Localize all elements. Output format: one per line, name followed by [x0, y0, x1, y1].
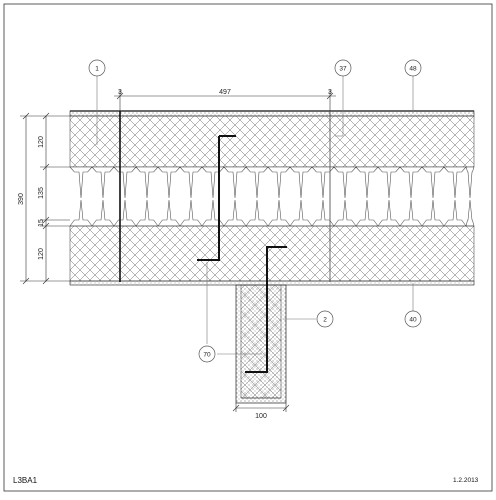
top-finish-layer [69, 110, 475, 117]
tag-40: 40 [404, 310, 422, 328]
tag-48: 48 [404, 59, 422, 77]
tag-37: 37 [334, 59, 352, 77]
dim-core: 135 [38, 187, 45, 199]
dim-top-layer: 120 [38, 136, 45, 148]
svg-text:2: 2 [323, 317, 327, 324]
top-insulation-layer [69, 115, 475, 168]
dim-span: 497 [219, 89, 231, 96]
svg-text:48: 48 [409, 66, 417, 73]
horizontal-span-dimension [114, 90, 336, 111]
dim-joint: 15 [38, 219, 45, 227]
tag-1: 1 [88, 59, 106, 77]
drawing-code: L3BA1 [13, 476, 38, 485]
interlocking-profiles [69, 166, 475, 227]
svg-text:70: 70 [203, 352, 211, 359]
svg-text:37: 37 [339, 66, 347, 73]
leader-lines [96, 76, 414, 355]
core-layer [70, 167, 474, 226]
lower-dovetail-profile [69, 199, 475, 227]
tag-70: 70 [198, 345, 216, 363]
drawing-date: 1.2.2013 [453, 477, 479, 484]
dim-span-end-left: 3 [118, 89, 122, 96]
column-core [240, 284, 282, 399]
bottom-finish-layer [69, 280, 475, 286]
lower-anchor-bar [245, 246, 287, 373]
dim-column-width: 100 [255, 413, 267, 420]
vertical-dimension-chain [20, 112, 70, 285]
bottom-insulation-layer [69, 225, 475, 282]
column-width-dimension [232, 403, 290, 412]
upper-dovetail-profile [69, 166, 475, 199]
drawing-frame [3, 3, 493, 492]
dim-total: 390 [18, 193, 25, 205]
tag-2: 2 [316, 310, 334, 328]
dim-bottom-layer: 120 [38, 248, 45, 260]
svg-text:1: 1 [95, 66, 99, 73]
svg-text:40: 40 [409, 317, 417, 324]
dim-span-end-right: 3 [328, 89, 332, 96]
upper-anchor-bar [197, 135, 236, 261]
